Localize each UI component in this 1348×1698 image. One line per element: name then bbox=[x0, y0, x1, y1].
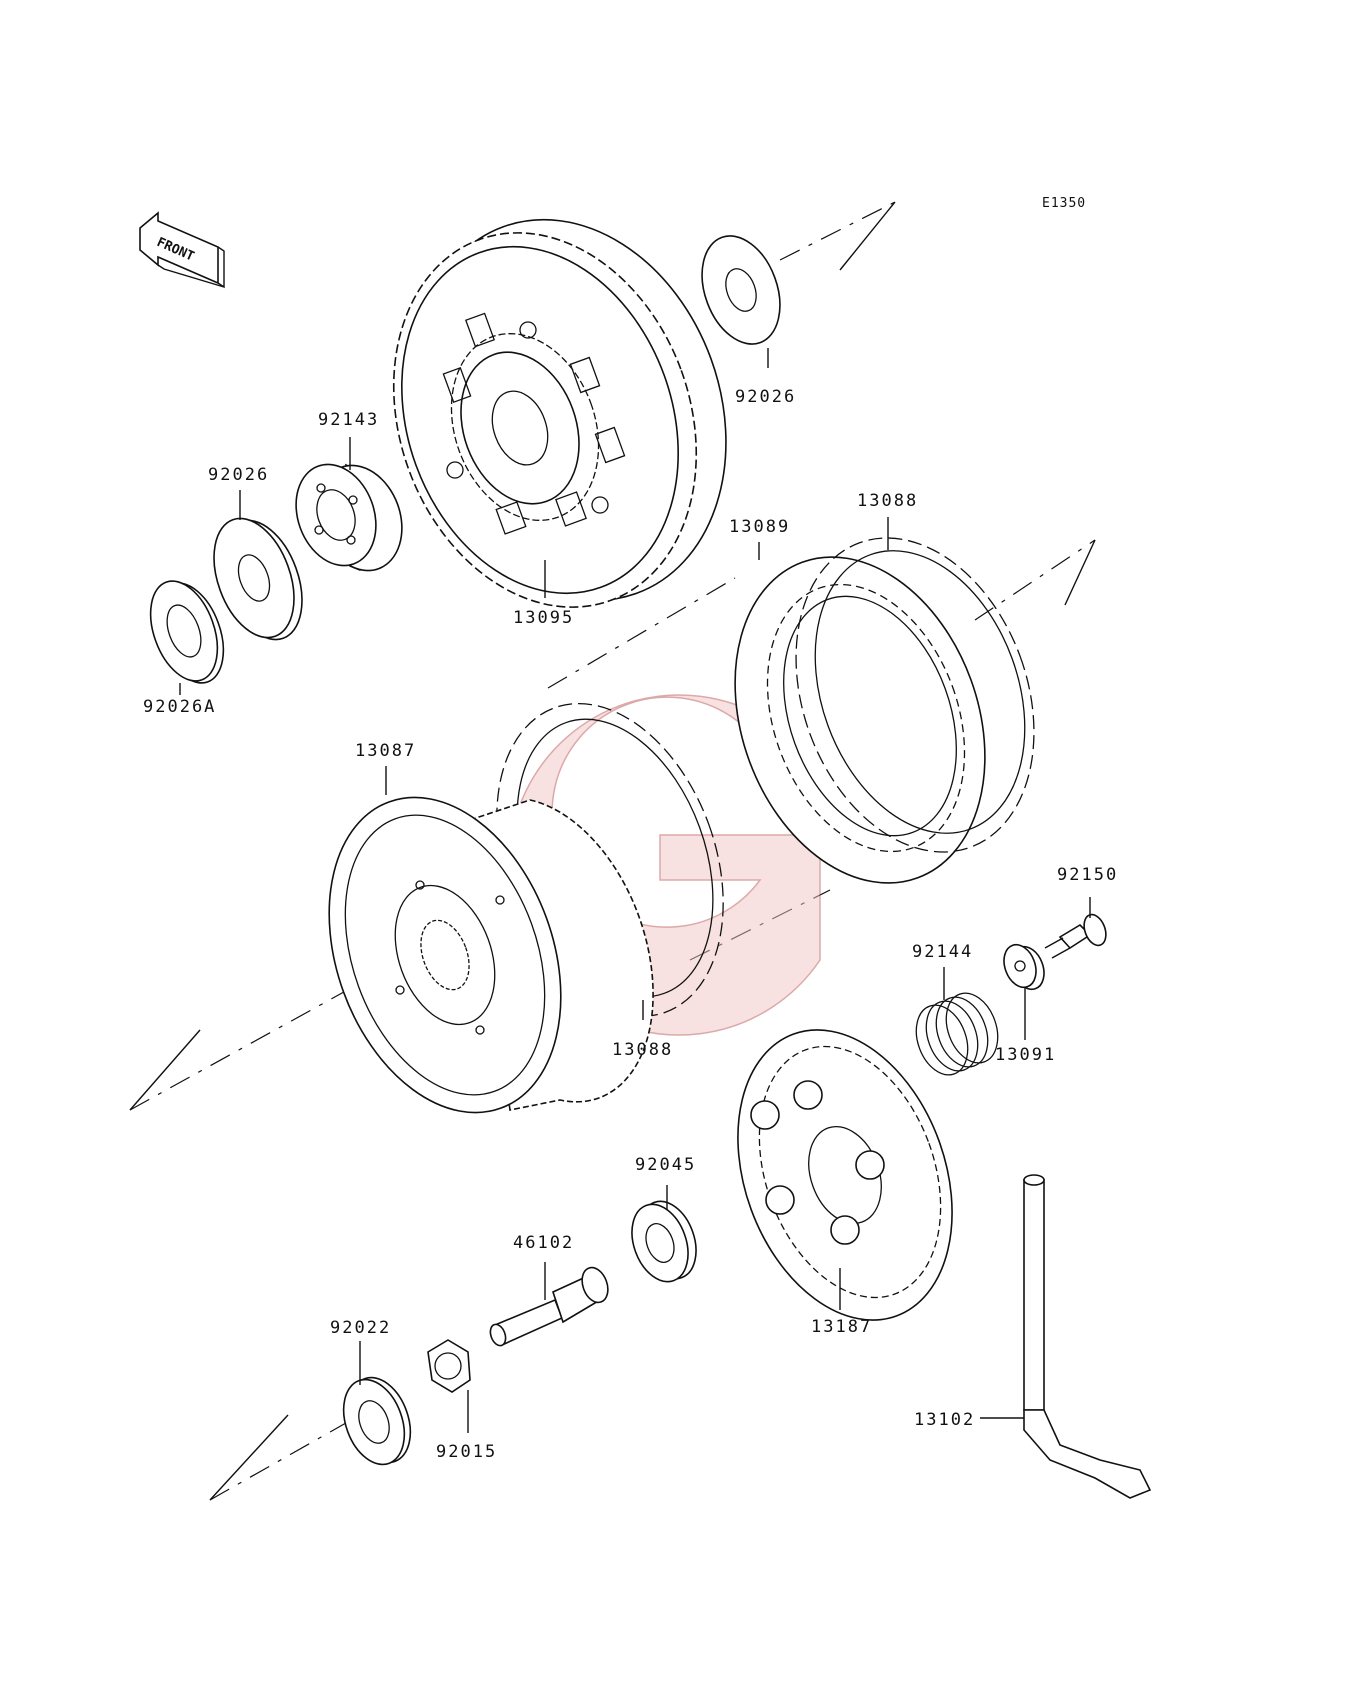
diagram-code: E1350 bbox=[1042, 196, 1086, 211]
steel-plate-13088-top[interactable] bbox=[754, 504, 1075, 885]
part-labels: 92026 92143 92026 92026A 13095 13089 130… bbox=[143, 387, 1118, 1462]
label-13095[interactable]: 13095 bbox=[513, 608, 574, 628]
label-46102[interactable]: 46102 bbox=[513, 1233, 574, 1253]
label-92045[interactable]: 92045 bbox=[635, 1155, 696, 1175]
label-13088-top[interactable]: 13088 bbox=[857, 491, 918, 511]
label-92143[interactable]: 92143 bbox=[318, 410, 379, 430]
washer-92026A[interactable] bbox=[138, 572, 236, 692]
push-rod-46102[interactable] bbox=[488, 1264, 613, 1348]
washer-92026-top[interactable] bbox=[688, 225, 794, 355]
label-92015[interactable]: 92015 bbox=[436, 1442, 497, 1462]
label-13091[interactable]: 13091 bbox=[995, 1045, 1056, 1065]
bearing-92045[interactable] bbox=[622, 1194, 706, 1290]
washer-92022[interactable] bbox=[333, 1369, 422, 1473]
sleeve-92143[interactable] bbox=[283, 453, 417, 582]
washer-92026-left[interactable] bbox=[199, 507, 317, 650]
label-13102[interactable]: 13102 bbox=[914, 1410, 975, 1430]
label-13089[interactable]: 13089 bbox=[729, 517, 790, 537]
front-arrow-icon: FRONT bbox=[139, 211, 225, 289]
retainer-13091[interactable] bbox=[998, 940, 1049, 994]
spring-92144[interactable] bbox=[907, 986, 1007, 1082]
nut-92015[interactable] bbox=[427, 1339, 471, 1393]
clutch-housing-13095[interactable] bbox=[343, 175, 778, 650]
label-92026A[interactable]: 92026A bbox=[143, 697, 216, 717]
label-92026-top[interactable]: 92026 bbox=[735, 387, 796, 407]
clutch-hub-13087[interactable] bbox=[288, 765, 654, 1145]
label-13187[interactable]: 13187 bbox=[811, 1317, 872, 1337]
label-92150[interactable]: 92150 bbox=[1057, 865, 1118, 885]
label-92026-left[interactable]: 92026 bbox=[208, 465, 269, 485]
label-92144[interactable]: 92144 bbox=[912, 942, 973, 962]
label-13087[interactable]: 13087 bbox=[355, 741, 416, 761]
label-92022[interactable]: 92022 bbox=[330, 1318, 391, 1338]
release-shaft-13102[interactable] bbox=[1023, 1174, 1152, 1499]
pressure-plate-13187[interactable] bbox=[700, 1000, 991, 1350]
bolt-92150[interactable] bbox=[1044, 912, 1110, 959]
leader-lines bbox=[179, 348, 1091, 1433]
label-13088-bottom[interactable]: 13088 bbox=[612, 1040, 673, 1060]
